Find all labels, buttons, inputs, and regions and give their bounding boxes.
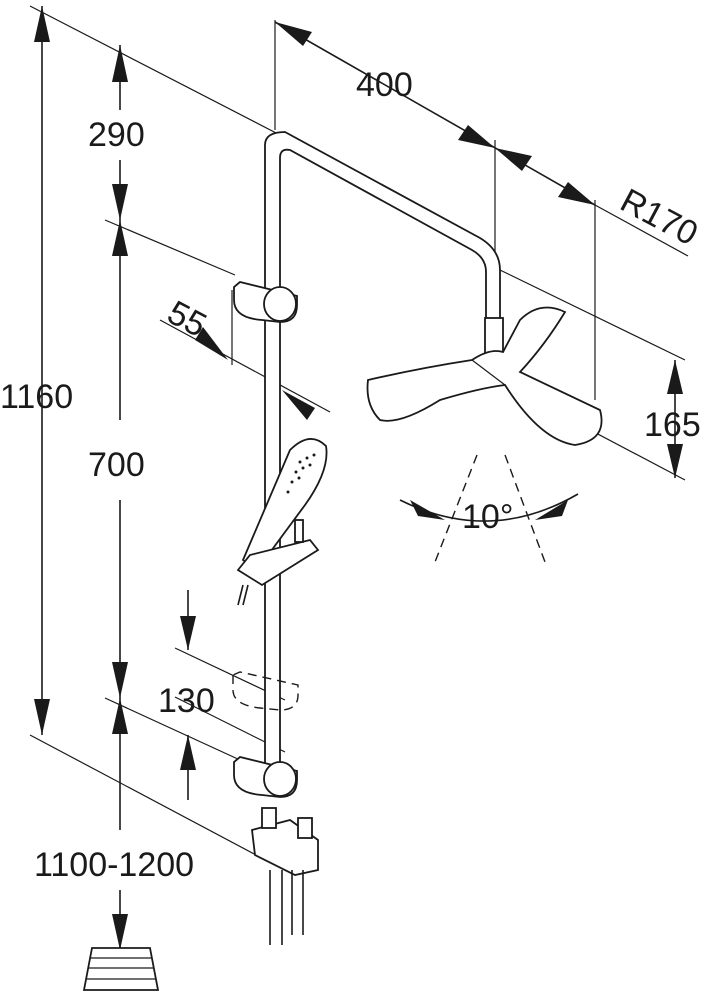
overall-height-dimension [29,5,281,866]
vertical-dimension-chain [104,45,241,950]
mount-height-label: 1100-1200 [34,846,194,884]
arm-projection-label: 400 [356,66,413,104]
head-height-label: 165 [644,406,701,444]
spray-nozzle-dots [286,453,316,494]
lower-wall-bracket [233,756,298,798]
top-section-label: 290 [88,116,145,154]
offset-dimension [159,290,331,420]
rain-shower-head-icon [366,306,603,446]
holder-range-label: 130 [158,682,215,720]
adjustable-holder-dashed [232,671,299,711]
hand-shower-icon [236,438,328,606]
floor-step-icon [82,947,160,991]
thermostatic-mixer-icon [251,807,319,945]
arm-projection-dimension [274,20,689,400]
tilt-angle-dimension [399,454,579,563]
rail-spacing-label: 700 [88,446,145,484]
upper-wall-bracket [233,281,298,323]
overall-height-label: 1160 [0,378,73,416]
head-radius-label: R170 [614,182,704,254]
tilt-angle-label: 10° [462,498,513,536]
